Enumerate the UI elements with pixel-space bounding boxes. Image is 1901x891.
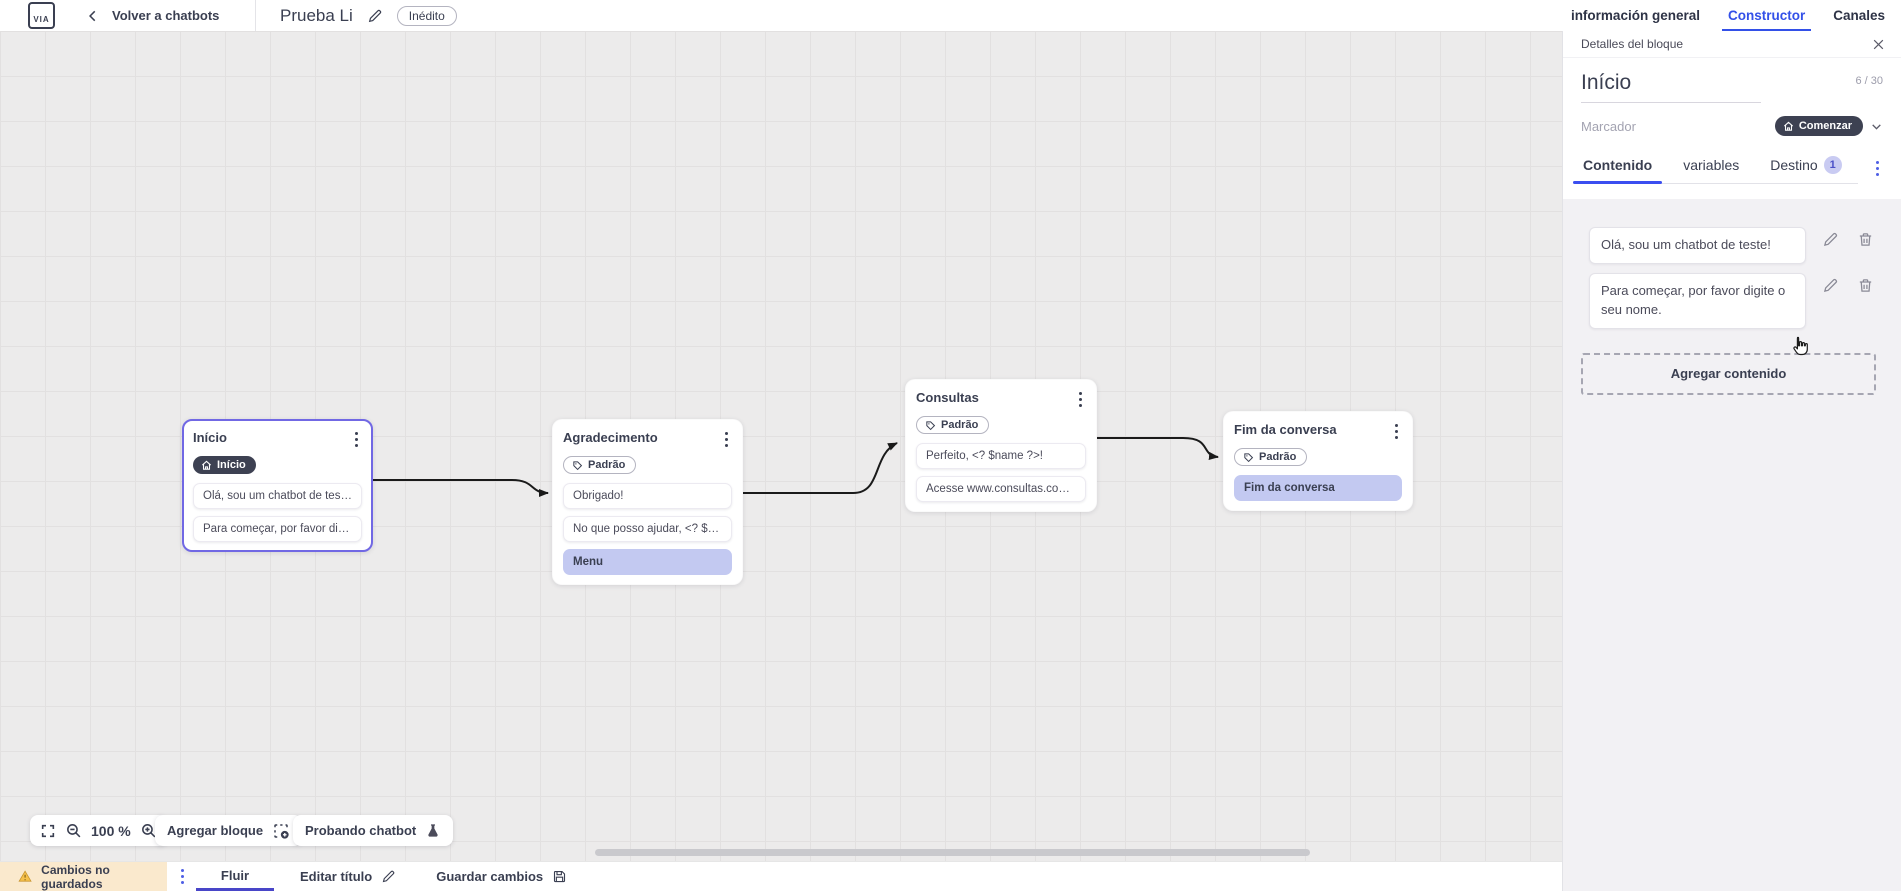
node-menu-icon[interactable] bbox=[721, 430, 732, 449]
zoom-level: 100 % bbox=[91, 822, 131, 839]
edit-message-icon[interactable] bbox=[1822, 231, 1839, 248]
delete-message-icon[interactable] bbox=[1857, 231, 1874, 248]
warning-icon bbox=[18, 870, 32, 882]
node-type-badge: Padrão bbox=[1234, 448, 1308, 466]
tab-variables[interactable]: variables bbox=[1683, 157, 1740, 173]
tag-icon bbox=[1244, 452, 1254, 462]
node-title: Fim da conversa bbox=[1234, 422, 1337, 437]
delete-message-icon[interactable] bbox=[1857, 277, 1874, 294]
message-item: Para começar, por favor digite o seu nom… bbox=[1589, 272, 1884, 329]
title-char-counter: 6 / 30 bbox=[1855, 75, 1883, 87]
test-chatbot-button[interactable]: Probando chatbot bbox=[293, 815, 454, 846]
title-input-underline bbox=[1581, 102, 1761, 103]
pencil-icon bbox=[382, 870, 395, 883]
node-type-badge: Padrão bbox=[916, 416, 990, 434]
node-row[interactable]: No que posso ajudar, <? $name ... bbox=[563, 515, 732, 542]
node-menu-icon[interactable] bbox=[351, 430, 362, 449]
app-logo: VIA bbox=[28, 2, 55, 29]
node-menu-icon[interactable] bbox=[1391, 422, 1402, 441]
panel-menu-icon[interactable] bbox=[1872, 159, 1883, 178]
add-block-button[interactable]: Agregar bloque bbox=[155, 815, 303, 846]
flow-menu-icon[interactable] bbox=[169, 862, 196, 891]
canvas-zoom-controls: 100 % bbox=[30, 815, 167, 846]
tab-destino[interactable]: Destino 1 bbox=[1768, 150, 1843, 183]
tab-fluir[interactable]: Fluir bbox=[196, 862, 274, 891]
unsaved-changes-warning: Cambios no guardados bbox=[0, 862, 167, 891]
node-row[interactable]: Para começar, por favor digite o ... bbox=[193, 515, 362, 542]
message-item: Olá, sou um chatbot de teste! bbox=[1589, 227, 1884, 264]
node-consultas[interactable]: Consultas Padrão Perfeito, <? $name ?>! … bbox=[905, 379, 1097, 512]
node-row[interactable]: Acesse www.consultas.com par... bbox=[916, 475, 1086, 502]
top-bar: VIA Volver a chatbots Prueba Li Inédito … bbox=[0, 0, 1901, 31]
save-icon bbox=[554, 870, 566, 883]
tab-constructor[interactable]: Constructor bbox=[1721, 0, 1812, 31]
home-icon bbox=[1783, 121, 1793, 131]
topbar-divider bbox=[255, 0, 256, 31]
chevron-down-icon[interactable] bbox=[1870, 120, 1883, 133]
node-title: Agradecimento bbox=[563, 430, 658, 445]
flow-title: Prueba Li bbox=[280, 5, 353, 25]
node-row-highlighted[interactable]: Menu bbox=[563, 548, 732, 575]
edit-title-pencil-icon[interactable] bbox=[367, 8, 383, 24]
tag-icon bbox=[926, 420, 936, 430]
node-fim-da-conversa[interactable]: Fim da conversa Padrão Fim da conversa bbox=[1223, 411, 1413, 511]
back-to-chatbots-button[interactable]: Volver a chatbots bbox=[86, 0, 219, 31]
block-details-panel: Detalles del bloque Início 6 / 30 Marcad… bbox=[1562, 31, 1901, 891]
bottom-bar: Cambios no guardados Fluir Editar título… bbox=[0, 861, 1562, 891]
tab-contenido[interactable]: Contenido bbox=[1572, 150, 1663, 184]
node-inicio[interactable]: Início Início Olá, sou um chatbot de tes… bbox=[182, 419, 373, 552]
zoom-out-icon[interactable] bbox=[65, 822, 82, 839]
node-title: Consultas bbox=[916, 390, 979, 405]
add-content-button[interactable]: Agregar contenido bbox=[1581, 352, 1876, 395]
node-row[interactable]: Olá, sou um chatbot de teste! bbox=[193, 482, 362, 509]
node-menu-icon[interactable] bbox=[1075, 390, 1086, 409]
node-type-badge: Padrão bbox=[563, 456, 637, 474]
destino-count-badge: 1 bbox=[1823, 156, 1842, 174]
chevron-left-icon bbox=[89, 10, 96, 21]
node-title: Início bbox=[193, 430, 227, 445]
close-icon[interactable] bbox=[1872, 38, 1885, 51]
message-text[interactable]: Olá, sou um chatbot de teste! bbox=[1589, 227, 1806, 264]
add-block-icon bbox=[274, 823, 289, 839]
tab-canales[interactable]: Canales bbox=[1833, 8, 1885, 23]
message-text[interactable]: Para começar, por favor digite o seu nom… bbox=[1589, 272, 1806, 329]
node-agradecimento[interactable]: Agradecimento Padrão Obrigado! No que po… bbox=[552, 419, 743, 585]
block-title-input[interactable]: Início bbox=[1581, 71, 1632, 94]
edit-title-button[interactable]: Editar título bbox=[286, 862, 410, 891]
status-badge: Inédito bbox=[396, 5, 457, 26]
content-tab-panel: Olá, sou um chatbot de teste! Para começ… bbox=[1563, 199, 1901, 891]
marker-label: Marcador bbox=[1581, 118, 1636, 134]
flask-icon bbox=[428, 823, 438, 837]
save-changes-button[interactable]: Guardar cambios bbox=[422, 862, 581, 891]
edit-message-icon[interactable] bbox=[1822, 277, 1839, 294]
tab-informacion-general[interactable]: información general bbox=[1570, 8, 1700, 23]
tag-icon bbox=[573, 460, 583, 470]
canvas-horizontal-scrollbar[interactable] bbox=[595, 849, 1310, 856]
node-start-badge: Início bbox=[193, 456, 256, 474]
home-icon bbox=[202, 460, 211, 470]
fullscreen-icon[interactable] bbox=[40, 823, 56, 839]
panel-header-title: Detalles del bloque bbox=[1581, 37, 1684, 51]
zoom-in-icon[interactable] bbox=[140, 822, 157, 839]
node-row-highlighted[interactable]: Fim da conversa bbox=[1234, 474, 1402, 501]
node-row[interactable]: Perfeito, <? $name ?>! bbox=[916, 442, 1086, 469]
marker-select[interactable]: Comenzar bbox=[1774, 116, 1863, 136]
flow-canvas[interactable]: Início Início Olá, sou um chatbot de tes… bbox=[0, 31, 1562, 861]
node-row[interactable]: Obrigado! bbox=[563, 482, 732, 509]
